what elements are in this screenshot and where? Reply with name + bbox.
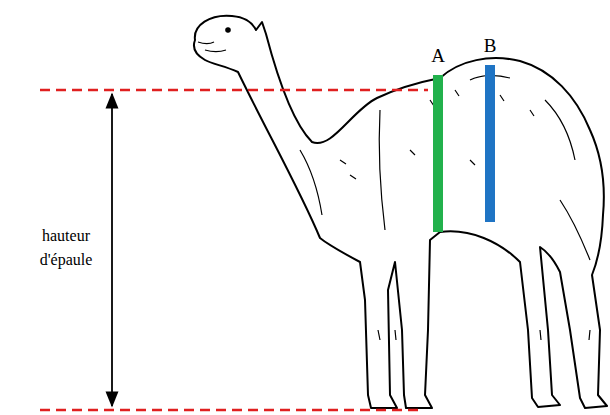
reference-line (40, 89, 428, 92)
dimension-arrow (111, 94, 113, 406)
reference-line (40, 409, 420, 412)
part-label: B (475, 32, 505, 61)
part-label: A (423, 42, 453, 71)
dimension-label: hauteur d'épaule (28, 224, 104, 272)
camel-details (198, 28, 590, 340)
measure-bar-a (433, 75, 443, 232)
measure-bar-b (485, 65, 495, 222)
camel-outline (194, 16, 607, 408)
